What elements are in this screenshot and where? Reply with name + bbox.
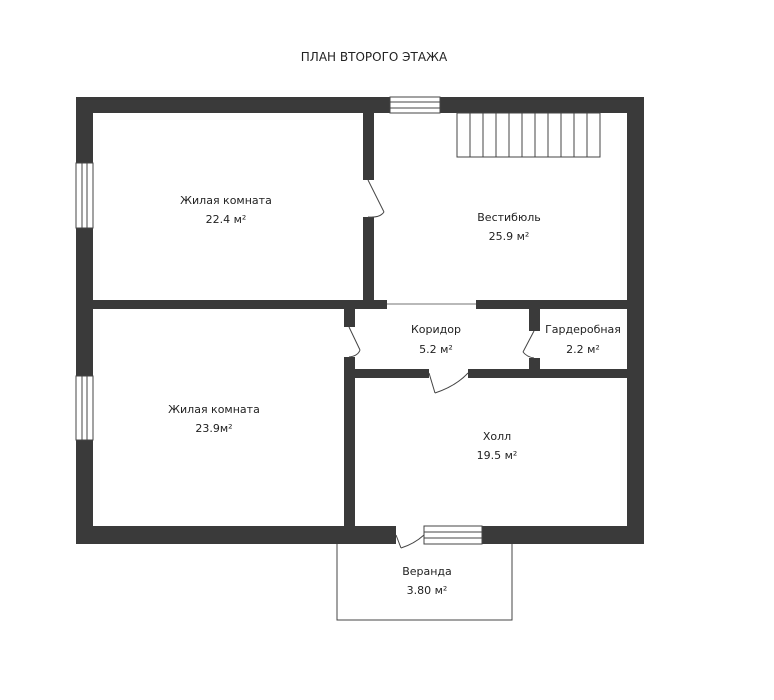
door-corridor-hall xyxy=(428,372,469,394)
room-area-vestibule: 25.9 м² xyxy=(489,230,530,243)
window-left-upper xyxy=(75,162,94,229)
wall-left-2 xyxy=(76,228,93,376)
wall-right xyxy=(627,97,644,544)
room-area-hall: 19.5 м² xyxy=(477,449,518,462)
doors xyxy=(348,179,535,549)
interior-walls xyxy=(93,113,627,526)
wall-living2-hall xyxy=(344,357,355,526)
wall-left-3 xyxy=(76,440,93,544)
wall-bottom-right xyxy=(482,526,644,544)
wall-top-right xyxy=(440,97,644,113)
room-name-wardrobe: Гардеробная xyxy=(545,323,621,336)
door-corridor-wardrobe xyxy=(522,330,535,359)
room-area-veranda: 3.80 м² xyxy=(407,584,448,597)
room-name-living1: Жилая комната xyxy=(180,194,272,207)
door-hall-veranda xyxy=(395,534,425,549)
window-top xyxy=(389,96,441,114)
wall-top-left xyxy=(76,97,390,113)
room-labels: Жилая комната 22.4 м² Вестибюль 25.9 м² … xyxy=(168,194,621,597)
staircase xyxy=(456,112,601,158)
room-name-corridor: Коридор xyxy=(411,323,461,336)
room-name-living2: Жилая комната xyxy=(168,403,260,416)
room-area-wardrobe: 2.2 м² xyxy=(566,343,600,356)
room-name-veranda: Веранда xyxy=(402,565,452,578)
exterior-walls xyxy=(76,97,644,544)
room-area-living2: 23.9м² xyxy=(195,422,232,435)
plan-title: ПЛАН ВТОРОГО ЭТАЖА xyxy=(301,50,448,64)
wall-living1-vestibule-lower xyxy=(363,217,374,308)
wall-corridor-hall-right xyxy=(468,369,627,378)
room-area-living1: 22.4 м² xyxy=(206,213,247,226)
wall-corridor-wardrobe-lower xyxy=(529,358,540,369)
wall-left-1 xyxy=(76,97,93,163)
wall-bottom-left xyxy=(76,526,396,544)
windows xyxy=(75,96,483,545)
window-bottom xyxy=(423,525,483,545)
veranda-outline xyxy=(336,544,513,621)
door-corridor-living2 xyxy=(348,326,361,358)
room-name-vestibule: Вестибюль xyxy=(477,211,540,224)
wall-corridor-hall-left xyxy=(355,369,429,378)
wall-between-living-rooms xyxy=(93,300,387,309)
wall-corridor-left-upper xyxy=(344,309,355,327)
room-area-corridor: 5.2 м² xyxy=(419,343,453,356)
wall-living1-vestibule-upper xyxy=(363,113,374,180)
wall-corridor-wardrobe-upper xyxy=(529,309,540,331)
door-living1-vestibule xyxy=(367,179,385,218)
window-left-lower xyxy=(75,375,94,441)
wall-vestibule-wardrobe xyxy=(476,300,627,309)
room-name-hall: Холл xyxy=(483,430,511,443)
